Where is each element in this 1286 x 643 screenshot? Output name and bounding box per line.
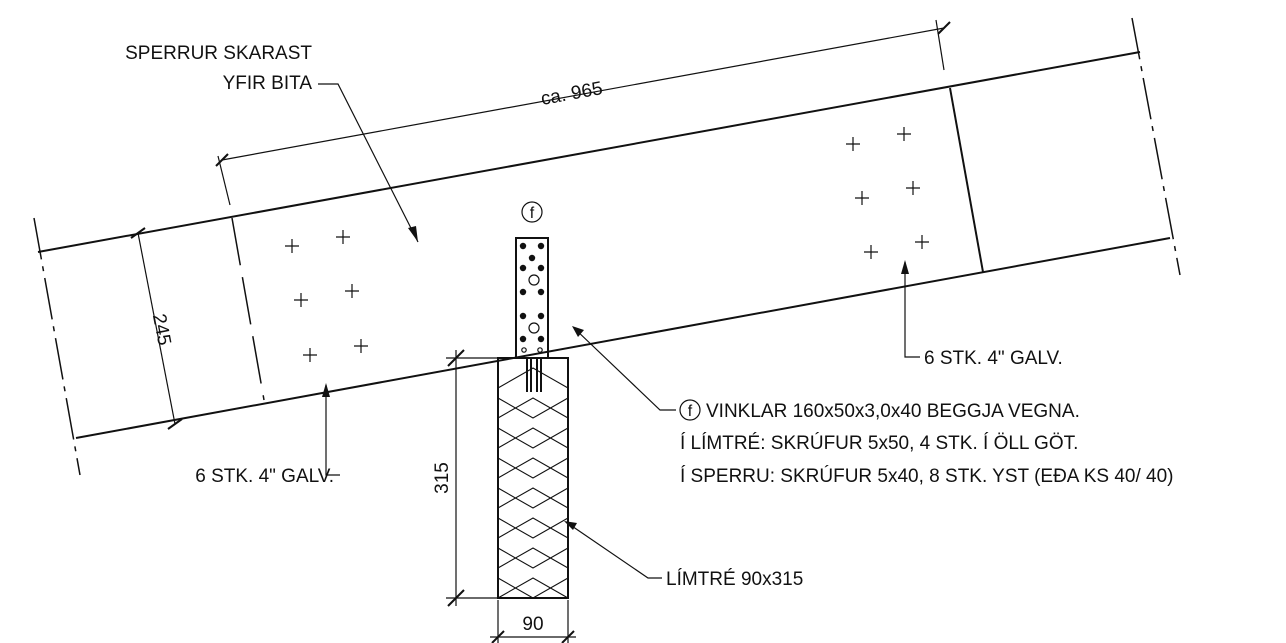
bracket-hole: [519, 288, 527, 296]
bracket-hole-small: [537, 347, 543, 353]
nail-mark: [846, 137, 860, 151]
bracket-tag-circle-note: [679, 399, 701, 421]
dimension-tick: [215, 153, 229, 167]
dimension-overlap-label: ca. 965: [539, 78, 604, 110]
dimension-tick: [167, 418, 183, 430]
bracket-hole: [537, 264, 545, 272]
leader-overlap: [318, 83, 419, 243]
nail-mark: [855, 191, 869, 205]
rafter-bottom-edge: [75, 237, 1171, 439]
bracket-hole-small: [521, 347, 527, 353]
overlap-start-hidden-edge: [231, 217, 265, 401]
dimension-overlap: ca. 965: [215, 19, 951, 206]
dimension-rafter-depth: 245: [130, 227, 183, 430]
nail-group-left: [285, 230, 368, 362]
bracket-hole: [537, 242, 545, 250]
leader-arrow: [564, 521, 577, 530]
extension-line: [217, 155, 231, 206]
bracket-hole: [537, 335, 545, 343]
leader-arrow: [408, 226, 418, 242]
dimension-tick: [130, 227, 146, 239]
leader-arrow: [322, 383, 330, 397]
nail-mark: [285, 239, 299, 253]
leader-nails-left: [325, 385, 340, 476]
dimension-line: [137, 232, 176, 425]
overlap-end-edge: [949, 87, 984, 273]
bracket-tag-note: f: [688, 403, 693, 420]
bracket-hole-large: [528, 274, 540, 286]
leader-bracket: [573, 327, 676, 411]
dimension-beam-height-label: 315: [432, 462, 453, 494]
rafter-top-edge: [37, 51, 1141, 253]
bracket-hole: [519, 335, 527, 343]
dimension-tick: [447, 349, 465, 367]
label-bracket-line1: VINKLAR 160x50x3,0x40 BEGGJA VEGNA.: [706, 401, 1080, 422]
leader-nails-right: [904, 262, 920, 358]
nail-mark: [336, 230, 350, 244]
leader-arrow: [572, 326, 584, 337]
dimension-tick: [447, 589, 465, 607]
dimension-rafter-depth-label: 245: [148, 312, 175, 347]
bracket-plate: [515, 237, 549, 359]
beam-hatch: [497, 367, 569, 599]
rafter: [33, 17, 1181, 476]
nail-mark: [897, 127, 911, 141]
bracket-tag-circle: [521, 201, 543, 223]
dimension-beam-width-label: 90: [522, 614, 543, 635]
bracket-hole-large: [528, 322, 540, 334]
nail-mark: [294, 293, 308, 307]
label-nails-left: 6 STK. 4" GALV.: [195, 466, 334, 487]
label-rafter-overlap-line2: YFIR BITA: [223, 73, 313, 94]
nail-mark: [354, 339, 368, 353]
leader-arrow: [901, 260, 909, 274]
extension-line: [935, 19, 945, 71]
bracket-hole: [537, 288, 545, 296]
leaders: [318, 83, 920, 579]
bracket-hole: [528, 254, 536, 262]
bracket-tag: f: [530, 205, 535, 222]
label-bracket-line2: Í LÍMTRÉ: SKRÚFUR 5x50, 4 STK. Í ÖLL GÖT…: [680, 432, 1078, 454]
label-bracket-line3: Í SPERRU: SKRÚFUR 5x40, 8 STK. YST (EÐA …: [680, 465, 1173, 487]
label-nails-right: 6 STK. 4" GALV.: [924, 348, 1063, 369]
dimension-line: [221, 27, 945, 161]
dimension-tick: [561, 630, 575, 643]
bracket-hole: [519, 264, 527, 272]
bracket-hole: [519, 312, 527, 320]
bracket-hole: [519, 242, 527, 250]
leader-glulam: [565, 521, 662, 579]
rafter-break-right: [1131, 17, 1181, 276]
dimension-tick: [491, 630, 505, 643]
dimension-beam-width: 90: [490, 600, 576, 643]
nail-mark: [345, 284, 359, 298]
nail-group-right: [846, 127, 929, 259]
nail-mark: [864, 245, 878, 259]
label-rafter-overlap-line1: SPERRUR SKARAST: [125, 43, 312, 64]
rafter-break-left: [33, 217, 81, 476]
dimension-tick: [937, 21, 951, 35]
nail-mark: [303, 348, 317, 362]
dimension-beam-height: 315: [432, 349, 498, 607]
nail-mark: [906, 181, 920, 195]
nail-mark: [915, 235, 929, 249]
glulam-beam: [497, 357, 569, 599]
angle-bracket: f: [515, 201, 549, 359]
label-glulam: LÍMTRÉ 90x315: [666, 569, 803, 590]
bracket-hole: [537, 312, 545, 320]
